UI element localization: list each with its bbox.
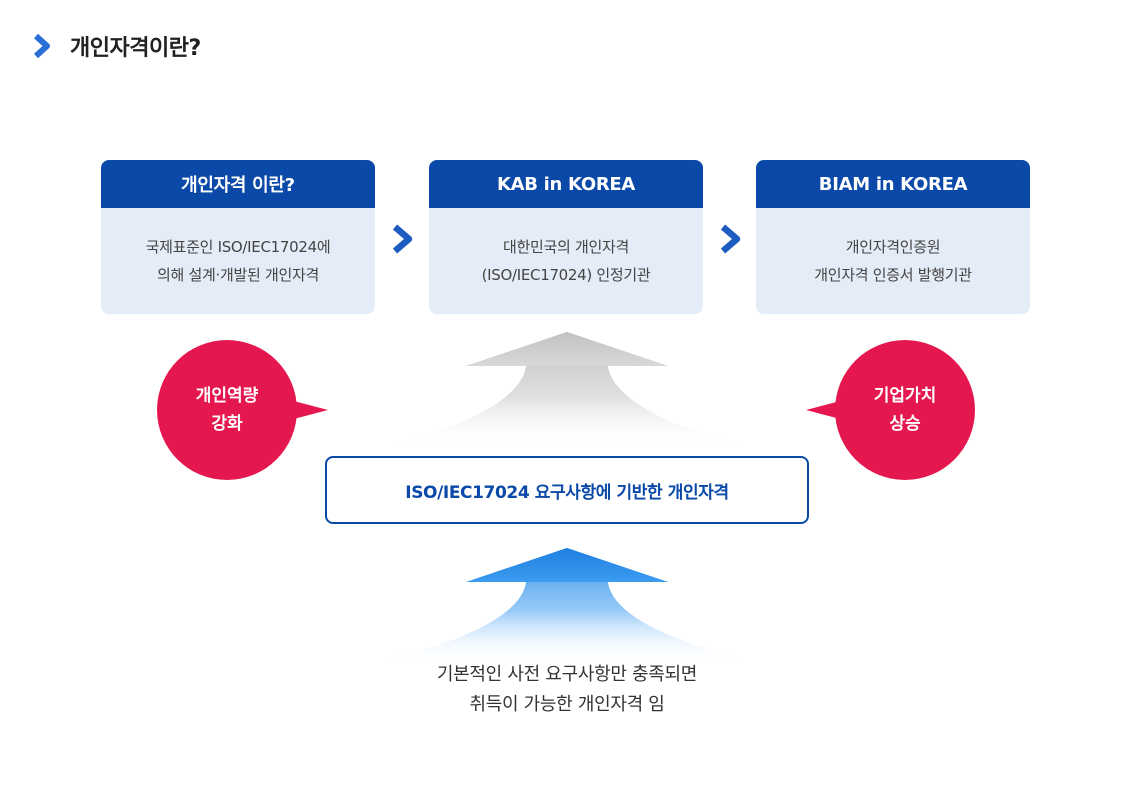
card-line: 국제표준인 ISO/IEC17024에 [145, 238, 331, 256]
card-body: 개인자격인증원 개인자격 인증서 발행기관 [756, 208, 1030, 314]
bubble-capability-enhancement: 개인역량 강화 [157, 340, 297, 480]
bubble-line: 기업가치 [873, 386, 937, 406]
chevron-right-icon [33, 34, 50, 58]
card-personal-certification: 개인자격 이란? 국제표준인 ISO/IEC17024에 의해 설계·개발된 개… [101, 160, 375, 314]
bubble-tail [290, 400, 328, 420]
card-title: KAB in KOREA [429, 160, 703, 208]
card-line: 의해 설계·개발된 개인자격 [157, 266, 319, 284]
chevron-right-icon [720, 224, 741, 254]
iso-requirement-box: ISO/IEC17024 요구사항에 기반한 개인자격 [325, 456, 809, 524]
bottom-line: 취득이 가능한 개인자격 임 [469, 694, 665, 715]
bubble-line: 강화 [211, 414, 243, 434]
bubble-tail [806, 400, 844, 420]
card-body: 대한민국의 개인자격 (ISO/IEC17024) 인정기관 [429, 208, 703, 314]
up-arrow-gray-icon [364, 332, 770, 448]
card-kab-korea: KAB in KOREA 대한민국의 개인자격 (ISO/IEC17024) 인… [429, 160, 703, 314]
card-title: BIAM in KOREA [756, 160, 1030, 208]
card-line: 개인자격인증원 [845, 238, 941, 256]
bottom-description: 기본적인 사전 요구사항만 충족되면 취득이 가능한 개인자격 임 [367, 660, 767, 720]
page-title: 개인자격이란? [70, 36, 201, 61]
bubble-line: 상승 [889, 414, 921, 434]
card-line: 개인자격 인증서 발행기관 [814, 266, 972, 284]
card-biam-korea: BIAM in KOREA 개인자격인증원 개인자격 인증서 발행기관 [756, 160, 1030, 314]
card-line: (ISO/IEC17024) 인정기관 [481, 266, 651, 284]
bubble-line: 개인역량 [195, 386, 259, 406]
up-arrow-blue-icon [364, 548, 770, 662]
center-label: ISO/IEC17024 요구사항에 기반한 개인자격 [405, 482, 729, 503]
section-heading: 개인자격이란? [32, 30, 201, 62]
bubble-corporate-value: 기업가치 상승 [835, 340, 975, 480]
chevron-right-icon [392, 224, 413, 254]
card-line: 대한민국의 개인자격 [503, 238, 629, 256]
card-title: 개인자격 이란? [101, 160, 375, 208]
card-body: 국제표준인 ISO/IEC17024에 의해 설계·개발된 개인자격 [101, 208, 375, 314]
bottom-line: 기본적인 사전 요구사항만 충족되면 [436, 664, 698, 685]
